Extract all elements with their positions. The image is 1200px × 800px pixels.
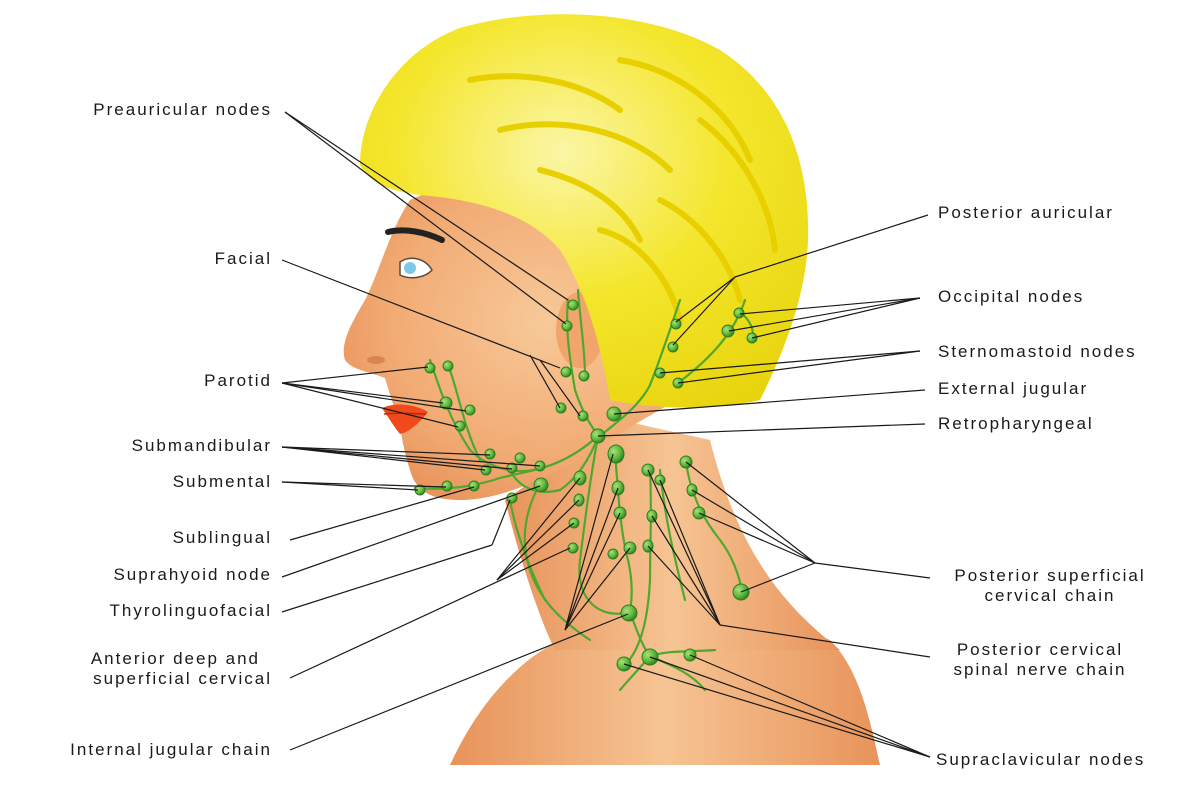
neck xyxy=(505,420,840,650)
iris xyxy=(404,262,416,274)
lymph-node xyxy=(533,477,549,493)
lymph-node xyxy=(468,480,480,492)
lymph-node xyxy=(578,370,590,382)
lymph-node xyxy=(607,444,625,464)
label-line: cervical chain xyxy=(984,586,1116,605)
lymph-node xyxy=(567,542,579,554)
label-external-jugular: External jugular xyxy=(938,379,1089,398)
label-suprahyoid-node: Suprahyoid node xyxy=(113,565,272,584)
hair-strands xyxy=(467,57,778,323)
lymph-node xyxy=(733,307,745,319)
shoulders xyxy=(450,622,880,765)
lymph-node xyxy=(441,480,453,492)
label-sublingual: Sublingual xyxy=(172,528,272,547)
lymph-node xyxy=(607,548,619,560)
label-thyrolinguofacial: Thyrolinguofacial xyxy=(109,601,272,620)
lymph-node xyxy=(560,366,572,378)
lymph-node xyxy=(670,318,682,330)
label-line: Posterior superficial xyxy=(954,566,1146,585)
label-sternomastoid-nodes: Sternomastoid nodes xyxy=(938,342,1137,361)
lymph-node xyxy=(442,360,454,372)
label-occipital-nodes: Occipital nodes xyxy=(938,287,1085,306)
label-posterior-cervical-spinal-nerve-chain: Posterior cervical spinal nerve chain xyxy=(930,640,1150,680)
label-submental: Submental xyxy=(172,472,272,491)
lymph-node xyxy=(514,452,526,464)
lymph-node xyxy=(424,362,436,374)
lymph-node xyxy=(721,324,735,338)
label-line: superficial cervical xyxy=(93,669,272,688)
leader-lines xyxy=(281,111,931,758)
label-submandibular: Submandibular xyxy=(131,436,272,455)
lips xyxy=(382,404,428,434)
label-preauricular-nodes: Preauricular nodes xyxy=(93,100,272,119)
lymph-node xyxy=(454,420,466,432)
label-line: Anterior deep and xyxy=(90,649,260,668)
hair xyxy=(360,14,809,408)
label-line: Posterior cervical xyxy=(956,640,1124,659)
lymph-node xyxy=(667,341,679,353)
lymph-node xyxy=(484,448,496,460)
lymph-node xyxy=(567,299,579,311)
label-internal-jugular-chain: Internal jugular chain xyxy=(70,740,272,759)
lymph-node xyxy=(620,604,638,622)
lymph-node xyxy=(464,404,476,416)
label-facial: Facial xyxy=(214,249,272,268)
label-line: spinal nerve chain xyxy=(953,660,1127,679)
label-posterior-superficial-cervical-chain: Posterior superficial cervical chain xyxy=(930,566,1170,606)
label-anterior-deep-superficial-cervical: Anterior deep and superficial cervical xyxy=(20,649,272,689)
nostril xyxy=(367,356,385,364)
label-posterior-auricular: Posterior auricular xyxy=(938,203,1114,222)
eyebrow xyxy=(385,227,445,243)
label-supraclavicular-nodes: Supraclavicular nodes xyxy=(936,750,1146,769)
lymph-node xyxy=(577,410,589,422)
label-retropharyngeal: Retropharyngeal xyxy=(938,414,1094,433)
label-parotid: Parotid xyxy=(204,371,272,390)
